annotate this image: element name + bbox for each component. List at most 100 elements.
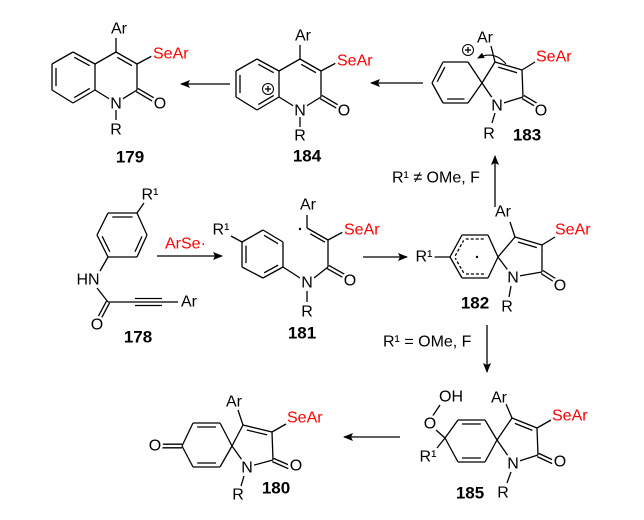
atom-label: O: [154, 96, 166, 113]
bond: [136, 234, 148, 258]
bond: [491, 112, 496, 124]
compound-number: 178: [124, 328, 152, 347]
bond: [541, 236, 556, 246]
atom-label: SeAr: [337, 53, 373, 70]
bond: [497, 256, 514, 278]
bond: [272, 461, 289, 470]
reagent-label: ArSe·: [165, 236, 206, 253]
bond: [282, 266, 301, 279]
bond: [327, 231, 344, 241]
bond: [278, 96, 301, 111]
atom-label: SeAr: [555, 222, 591, 239]
atom-label: R: [232, 487, 244, 504]
atom-label: SeAr: [552, 408, 588, 425]
bond: [506, 471, 512, 484]
bond: [436, 437, 446, 449]
bond: [74, 87, 91, 99]
bond: [181, 422, 194, 447]
bond: [444, 437, 459, 463]
charge-184: [262, 83, 274, 95]
compound-184: Ar SeAr O N R 184: [290, 25, 375, 168]
bond: [262, 266, 284, 279]
atom-label: HN: [76, 272, 99, 289]
atom-label: Ar: [495, 204, 512, 221]
bond: [271, 423, 287, 433]
bond: [321, 94, 340, 107]
bond: [514, 422, 533, 432]
bond: [101, 236, 111, 253]
bond: [246, 429, 268, 436]
bond: [536, 456, 553, 465]
bond: [137, 87, 156, 100]
atom-label: O: [424, 416, 436, 433]
bond: [299, 58, 322, 72]
bond: [454, 240, 465, 257]
bond: [94, 51, 117, 65]
bond: [116, 56, 133, 67]
compound-182: R¹ Ar SeAr O N R 182: [413, 201, 594, 318]
radical-dot-181: [298, 227, 302, 231]
compound-number: 181: [288, 324, 316, 343]
bond: [326, 268, 344, 279]
bond: [51, 51, 74, 65]
atom-label: O: [290, 458, 302, 475]
atom-label: Ar: [491, 390, 508, 407]
bond: [263, 264, 279, 274]
bond: [505, 403, 513, 419]
bond: [256, 96, 280, 111]
atom-label: R¹: [416, 249, 433, 266]
positive-charge-icon: [462, 44, 474, 56]
atom-label: N: [294, 103, 306, 120]
atom-label: O: [554, 278, 566, 295]
atom-label: Ar: [226, 394, 243, 411]
atom-label: R: [501, 299, 513, 316]
bond: [487, 256, 499, 279]
atom-label: N: [507, 456, 519, 473]
bond: [231, 445, 248, 468]
bond: [134, 236, 143, 253]
compound-183: Ar SeAr O N R 183: [475, 27, 575, 147]
atom-label: O: [338, 103, 350, 120]
bond: [484, 439, 498, 463]
bond: [271, 431, 274, 461]
atom-label: R¹: [213, 222, 230, 239]
bond: [135, 90, 154, 103]
bond: [181, 445, 194, 468]
bond: [508, 285, 512, 298]
bond: [306, 227, 329, 241]
bond: [435, 429, 446, 439]
bond: [242, 424, 273, 433]
bond: [136, 55, 153, 65]
bond: [258, 94, 275, 106]
bond: [241, 229, 264, 243]
bond: [96, 212, 109, 236]
bond: [497, 236, 516, 258]
compound-178: R¹ HN O Ar 178: [74, 184, 200, 349]
bond: [467, 82, 483, 104]
atom-label: Ar: [111, 21, 128, 38]
compound-179: Ar SeAr O N R 179: [108, 18, 192, 169]
bond: [241, 266, 264, 279]
atom-label: O: [149, 438, 161, 455]
reaction-arrows: [157, 52, 507, 441]
bond: [431, 82, 444, 104]
bond: [497, 66, 518, 74]
bond: [240, 475, 245, 487]
bond: [256, 58, 280, 72]
bond: [521, 69, 524, 98]
bond: [96, 287, 109, 303]
bond: [514, 236, 543, 246]
compound-number: 179: [116, 148, 144, 167]
compound-number: 183: [513, 126, 541, 145]
bond: [99, 256, 109, 272]
bond: [273, 457, 290, 466]
bond: [299, 96, 322, 111]
compound-181: R¹ Ar SeAr O N R 181: [210, 194, 383, 345]
compound-180: O Ar SeAr O N R 180: [146, 391, 325, 506]
atom-label: N: [110, 96, 122, 113]
bond: [540, 272, 556, 284]
bond: [511, 417, 538, 429]
bond: [97, 300, 107, 317]
charge-183: [462, 44, 474, 56]
